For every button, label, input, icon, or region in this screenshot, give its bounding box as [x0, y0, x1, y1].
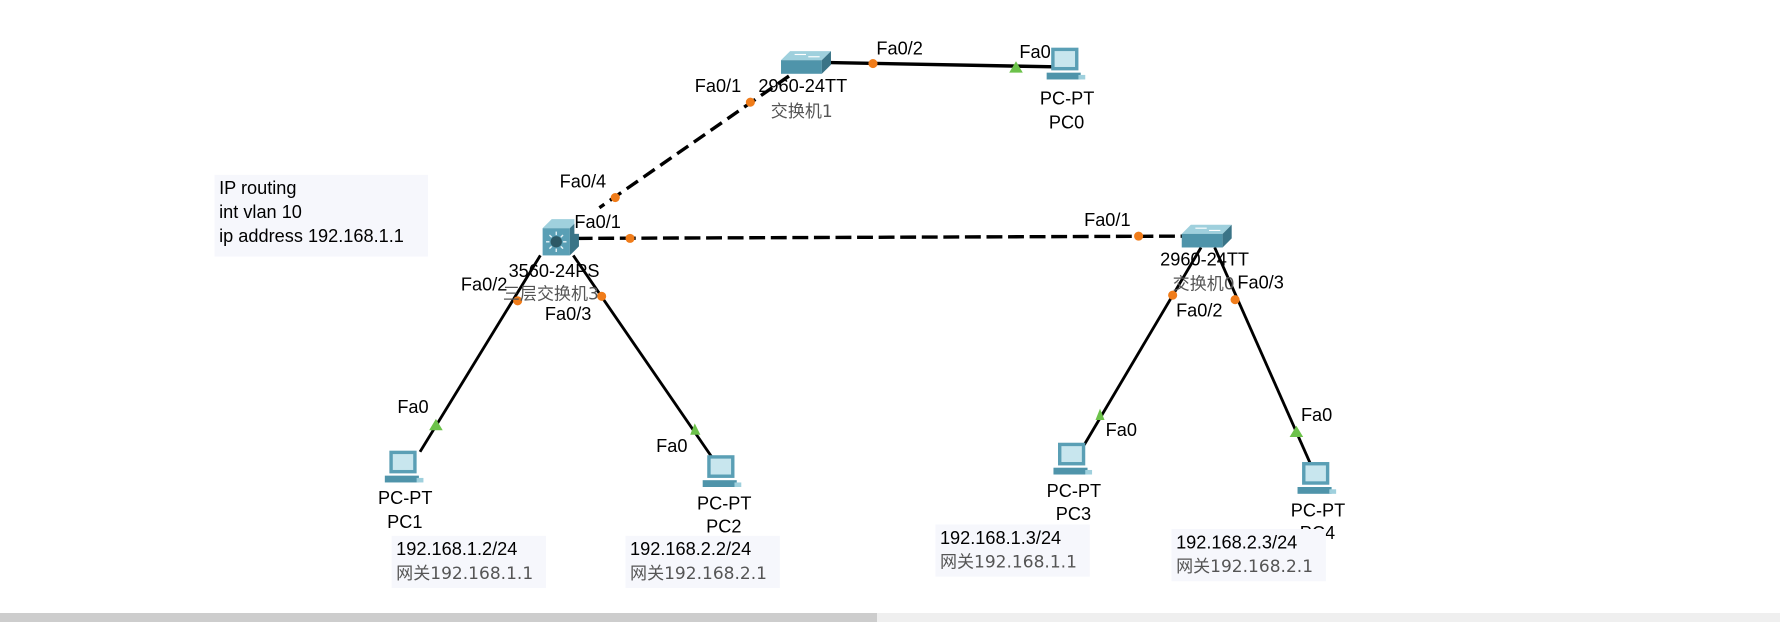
switch0-model: 2960-24TT	[1160, 250, 1250, 271]
pc3-ip: 192.168.1.3/24	[939, 529, 1062, 549]
port-label-pc3-fa0: Fa0	[1105, 421, 1137, 441]
port-status-pc4-fa0	[1289, 425, 1304, 438]
port-status-sw0-fa02	[1168, 290, 1178, 300]
port-label-ml-fa03: Fa0/3	[544, 305, 592, 325]
port-status-sw0-fa01	[1134, 231, 1144, 241]
port-status-ml-fa02	[513, 296, 523, 306]
switch1-model: 2960-24TT	[758, 77, 848, 97]
port-label-pc4-fa0: Fa0	[1300, 406, 1333, 426]
horizontal-scrollbar-thumb[interactable]	[0, 613, 877, 622]
link-switch0-pc3[interactable]	[1082, 246, 1203, 446]
mlswitch-model: 3560-24PS	[508, 262, 600, 282]
pc1-model: PC-PT	[378, 489, 433, 509]
switch1-name: 交换机1	[770, 101, 833, 122]
port-label-ml-fa02: Fa0/2	[460, 275, 508, 296]
port-label-ml-fa01: Fa0/1	[574, 213, 621, 234]
port-status-pc0-fa0	[1009, 61, 1023, 73]
port-status-sw1-fa01	[745, 97, 755, 107]
pc-icon[interactable]	[1046, 47, 1086, 80]
pc0-model: PC-PT	[1039, 89, 1095, 109]
config-note-line: ip address 192.168.1.1	[219, 227, 404, 247]
port-label-pc1-fa0: Fa0	[397, 398, 429, 418]
pc3-gateway: 网关192.168.1.1	[939, 551, 1077, 573]
port-label-sw0-fa02: Fa0/2	[1176, 301, 1223, 322]
pc-icon[interactable]	[1297, 462, 1337, 494]
pc2-name: PC2	[706, 517, 742, 537]
link-switch1-mlswitch[interactable]	[598, 74, 790, 210]
link-mlswitch-pc1[interactable]	[418, 254, 542, 453]
port-status-pc3-fa0	[1095, 408, 1105, 421]
port-status-pc2-fa0	[690, 423, 701, 435]
config-note[interactable]: IP routing int vlan 10 ip address 192.16…	[214, 174, 428, 257]
port-label-sw1-fa01: Fa0/1	[694, 77, 742, 97]
pc4-model: PC-PT	[1290, 501, 1346, 522]
mlswitch-name: 三层交换机3	[502, 283, 599, 305]
pc1-name: PC1	[387, 513, 423, 533]
port-label-ml-fa04: Fa0/4	[559, 172, 607, 192]
config-note-line: IP routing	[219, 179, 297, 199]
pc3-model: PC-PT	[1046, 482, 1102, 502]
link-switch1-pc0[interactable]	[822, 60, 1062, 69]
port-label-sw0-fa03: Fa0/3	[1237, 273, 1284, 295]
pc-icon[interactable]	[702, 455, 742, 488]
switch0-name: 交换机0	[1172, 273, 1235, 295]
config-note-line: int vlan 10	[219, 203, 302, 223]
pc3-note[interactable]: 192.168.1.3/24 网关192.168.1.1	[935, 524, 1090, 577]
port-status-sw0-fa03	[1230, 295, 1240, 305]
port-label-pc0-fa0: Fa0	[1019, 43, 1051, 63]
pc2-model: PC-PT	[697, 494, 752, 515]
pc4-gateway: 网关192.168.2.1	[1176, 556, 1314, 577]
pc-icon[interactable]	[384, 450, 424, 483]
port-label-sw1-fa02: Fa0/2	[876, 39, 923, 60]
port-label-sw0-fa01: Fa0/1	[1084, 211, 1131, 231]
pc1-gateway: 网关192.168.1.1	[396, 563, 534, 584]
pc1-note[interactable]: 192.168.1.2/24 网关192.168.1.1	[391, 535, 547, 589]
pc2-ip: 192.168.2.2/24	[630, 540, 752, 560]
pc1-ip: 192.168.1.2/24	[396, 540, 518, 560]
port-status-pc1-fa0	[429, 418, 443, 431]
port-status-ml-fa04	[610, 192, 620, 203]
horizontal-scrollbar-track[interactable]	[0, 613, 1780, 622]
pc4-ip: 192.168.2.3/24	[1176, 533, 1298, 553]
pc2-note[interactable]: 192.168.2.2/24 网关192.168.2.1	[625, 535, 780, 589]
switch-icon[interactable]	[1181, 224, 1232, 248]
pc0-name: PC0	[1048, 113, 1085, 133]
port-status-sw1-fa02	[868, 59, 878, 69]
port-status-ml-fa01	[625, 233, 635, 243]
pc3-name: PC3	[1055, 505, 1092, 525]
port-status-ml-fa03	[597, 291, 607, 301]
pc-icon[interactable]	[1053, 442, 1093, 475]
switch-icon[interactable]	[781, 51, 831, 74]
link-mlswitch-pc2[interactable]	[572, 254, 715, 460]
link-mlswitch-switch0[interactable]	[576, 234, 1187, 241]
pc4-note[interactable]: 192.168.2.3/24 网关192.168.2.1	[1171, 529, 1326, 582]
port-label-pc2-fa0: Fa0	[656, 437, 688, 457]
pc2-gateway: 网关192.168.2.1	[630, 563, 768, 584]
